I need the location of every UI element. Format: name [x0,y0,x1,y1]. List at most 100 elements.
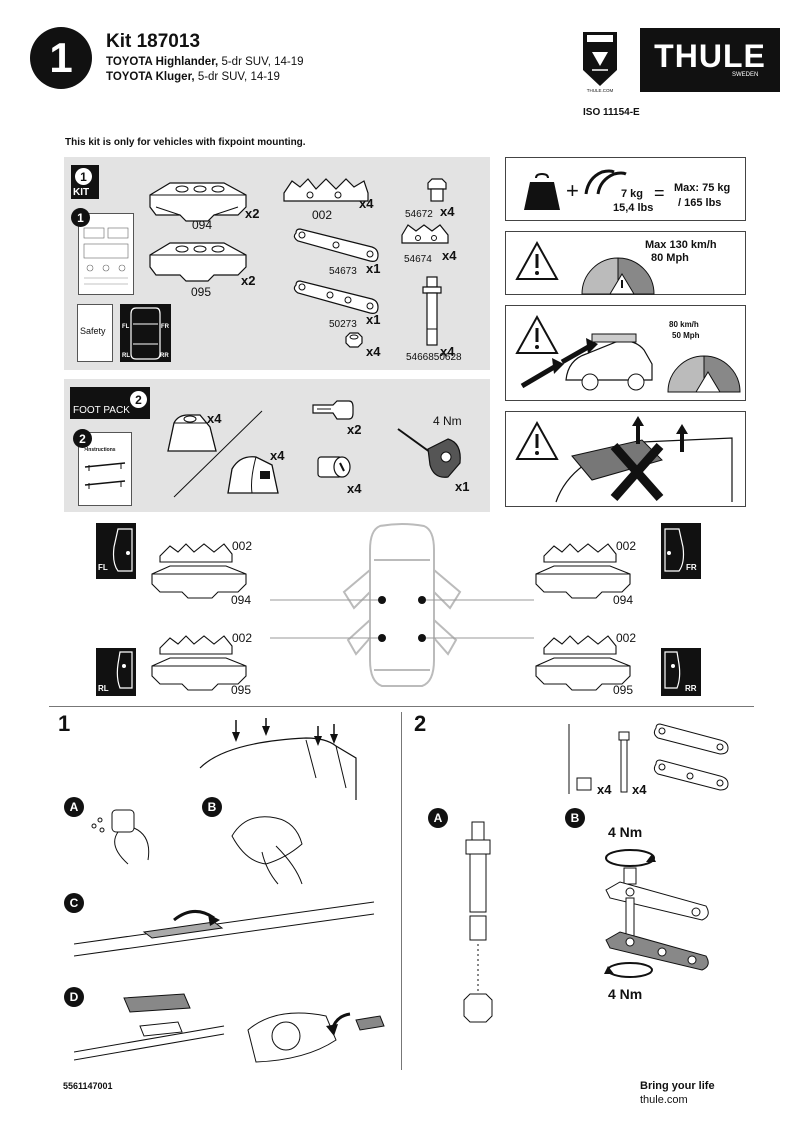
kit-label: KIT [73,187,90,198]
vehicle-spec: 5-dr SUV, 14-19 [221,56,304,68]
guarantee-url: THULE.COM [586,88,614,93]
part-qty: x4 [366,344,381,359]
part-qty: x1 [366,261,381,276]
corner-overview: FL FR RL RR [120,304,171,362]
lock-qty: x4 [347,481,362,496]
no-lift-roof-icon [555,416,733,503]
document-part-number: 5561147001 [63,1081,113,1091]
load-warning: + 7 kg 15,4 lbs = Max: 75 kg / 165 lbs [505,157,746,221]
step2-plates-illustration [653,723,729,791]
cloth-wipe-illustration [231,816,303,885]
part-qty: x1 [366,312,381,327]
roof-rail-cover-illustration [74,901,375,957]
nut-illustration [345,332,363,348]
warning-triangle-icon [515,240,559,280]
corner-tab-rl: RL [96,648,136,696]
door-icon [116,651,133,689]
corner-tab-fl: FL [96,523,136,579]
part-code: 002 [312,208,333,222]
step1-badge-b: B [202,797,222,817]
booklet-title: >Instructions [84,447,116,453]
door-icon [112,528,133,572]
foot-cover-qty: x4 [270,448,285,463]
step2-badge-a: A [428,808,448,828]
pad-code: 095 [231,683,252,697]
torque-top: 4 Nm [608,824,643,840]
vehicle-line-1: TOYOTA Highlander, 5-dr SUV, 14-19 [106,56,304,68]
step2-parts-illustration [568,724,630,794]
kit-box-icon: 1 KIT [71,165,99,199]
kit-booklet: 1 [71,208,134,295]
thule-sweden: SWEDEN [732,72,759,78]
car-topview-diagram [270,523,534,687]
foot-pack-panel: FOOT PACK 2 2 >Instructions x4 x4 x2 [64,379,490,512]
part-code: 54672 [405,209,433,220]
door-icon [664,528,685,572]
part-code: 54674 [404,254,432,265]
car-topview-icon [130,307,161,360]
brake-speed-kmh: 80 km/h [669,320,699,329]
vehicle-spec: 5-dr SUV, 14-19 [197,71,280,83]
adapter-code: 002 [616,539,637,553]
corner-tab-fr: FR [661,523,701,579]
no-lift-warning [505,411,746,507]
foot-cover-illustration [227,456,279,494]
pad-adapter-stack-fl [151,543,247,599]
guarantee-shield-logo: THULE.COM [580,30,620,96]
corner-label: RL [98,684,109,693]
part-qty: x2 [241,273,256,288]
corner-fr: FR [161,324,169,330]
pad-code: 094 [613,593,634,607]
corner-label: RR [685,684,697,693]
foot-qty: x4 [207,411,222,426]
speed-warning: Max 130 km/h 80 Mph [505,231,746,295]
booklet-badge: 1 [71,208,90,227]
foot-pack-booklet: 2 >Instructions [73,429,132,506]
shield-icon [583,32,617,86]
torque-assembly-illustration [604,849,709,978]
lock-cylinder-icon [317,456,351,478]
step-number-badge: 1 [30,27,92,89]
thule-wordmark: THULE [654,38,766,74]
adapter-code: 002 [616,631,637,645]
speedometer-icon [581,257,655,295]
pad-adapter-stack-rl [151,635,247,691]
horizontal-divider [49,706,754,707]
part-qty: x4 [440,344,455,359]
plus-sign: + [566,178,579,203]
plate-54673-illustration [293,228,379,262]
speedometer-icon [667,355,741,393]
foot-pack-badge: 2 [130,391,147,408]
plate-50273-illustration [293,280,379,314]
warning-triangle-icon [515,420,559,460]
step1-number: 1 [58,711,71,736]
adapter-code: 002 [232,539,253,553]
fixpoint-insert-icon [427,178,447,202]
torque-wrench-icon [397,428,461,478]
part-qty: x2 [245,206,260,221]
step2-nut-qty: x4 [597,782,612,797]
booklet-diagram-icon [83,227,129,285]
part-qty: x4 [359,196,374,211]
corner-label: FL [98,563,108,572]
pad-code: 094 [231,593,252,607]
rubber-pad-095-illustration [149,242,247,282]
safety-booklet: Safety [77,304,113,362]
door-icon [664,651,681,689]
car-braking-icon [520,333,653,391]
weight-icon [524,172,560,210]
key-icon [312,400,354,420]
step2-bolt-qty: x4 [632,782,647,797]
part-code: 095 [191,285,212,299]
glovebox-storage-illustration [247,1012,385,1063]
safety-label: Safety [80,326,106,336]
booklet-badge: 2 [73,429,92,448]
spray-hand-illustration [91,809,150,865]
vehicle-line-2: TOYOTA Kluger, 5-dr SUV, 14-19 [106,71,280,83]
part-code: 54673 [329,266,357,277]
kit-panel: 1 KIT 1 Safety FL FR RL RR [64,157,490,370]
torque-label: 4 Nm [433,414,462,428]
corner-tab-rr: RR [661,648,701,696]
step2-badge-b: B [565,808,585,828]
kit-badge: 1 [75,168,92,185]
